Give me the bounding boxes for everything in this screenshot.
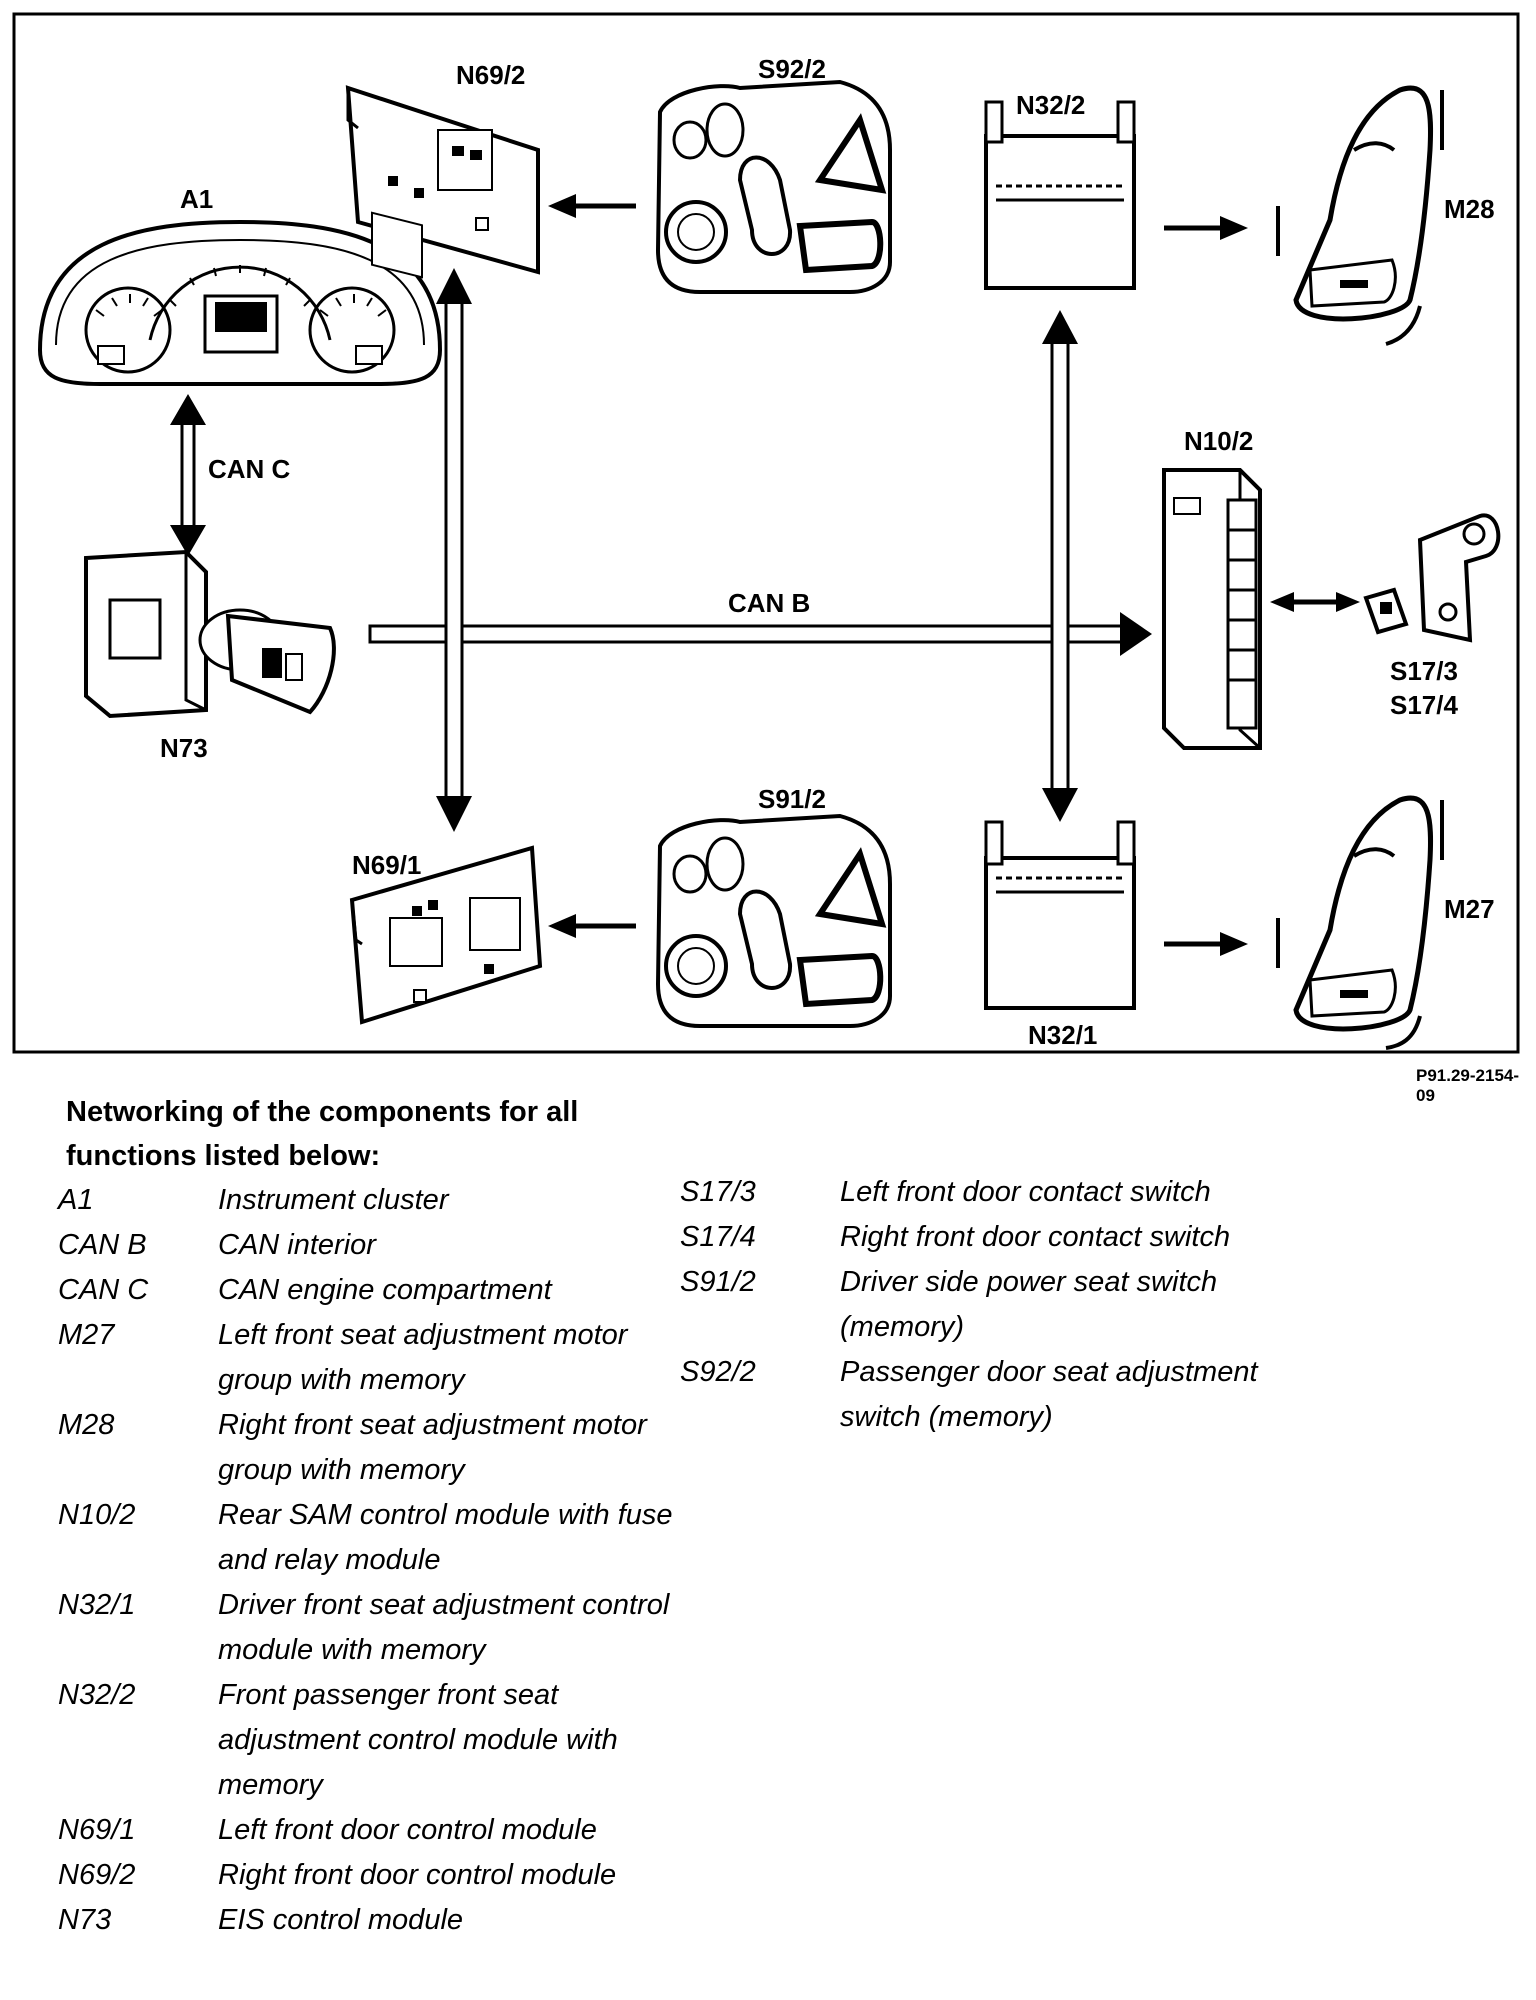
instrument-cluster-a1 xyxy=(37,219,443,386)
legend-row: N32/1 Driver front seat adjustment contro… xyxy=(58,1583,708,1673)
legend-description: Left front door control module xyxy=(218,1814,597,1846)
legend-row: M27 Left front seat adjustment motor grou… xyxy=(58,1313,708,1403)
label-a1: A1 xyxy=(180,184,213,214)
label-m27: M27 xyxy=(1444,894,1495,924)
legend-code: S92/2 xyxy=(680,1356,756,1388)
legend-code: CAN C xyxy=(58,1274,149,1306)
legend-description: Left front door contact switch xyxy=(840,1176,1211,1208)
door-module-n69-1 xyxy=(349,845,543,1025)
legend-row: S17/3 Left front door contact switch xyxy=(680,1170,1340,1215)
legend-code: M27 xyxy=(58,1319,115,1351)
legend-code: N32/2 xyxy=(58,1679,136,1711)
legend-title: Networking of the components for all fun… xyxy=(66,1096,579,1172)
legend-row: M28 Right front seat adjustment motor gro… xyxy=(58,1403,708,1493)
legend-row: S92/2 Passenger door seat adjustment swit… xyxy=(680,1350,1340,1440)
legend-code: N32/1 xyxy=(58,1589,136,1621)
seat-module-n32-2 xyxy=(984,100,1136,290)
right-vertical-bus xyxy=(1042,310,1078,822)
door-contact-switch-s17 xyxy=(1363,513,1501,643)
label-n32-1: N32/1 xyxy=(1028,1020,1097,1050)
legend-description: Front passenger front seat adjustment co… xyxy=(218,1679,618,1801)
arrow-n32-1-to-m27 xyxy=(1164,932,1248,956)
legend-description: Right front seat adjustment motor group … xyxy=(218,1409,647,1486)
legend-row: N73 EIS control module xyxy=(58,1898,708,1943)
label-s17-4: S17/4 xyxy=(1390,690,1458,720)
seat-module-n32-1 xyxy=(984,820,1136,1010)
legend-code: S91/2 xyxy=(680,1266,756,1298)
arrow-n32-2-to-m28 xyxy=(1164,216,1248,240)
legend-description: Driver side power seat switch (memory) xyxy=(840,1266,1218,1343)
seat-switch-s92-2 xyxy=(655,79,892,294)
legend-description: Right front door contact switch xyxy=(840,1221,1231,1253)
legend-row: N69/2 Right front door control module xyxy=(58,1853,708,1898)
legend-row: S91/2 Driver side power seat switch (memo… xyxy=(680,1260,1340,1350)
legend-row: CAN B CAN interior xyxy=(58,1223,708,1268)
label-can-b: CAN B xyxy=(728,588,810,618)
rear-sam-module-n10-2 xyxy=(1162,468,1262,750)
label-m28: M28 xyxy=(1444,194,1495,224)
door-module-n69-2 xyxy=(345,85,540,279)
label-n69-1: N69/1 xyxy=(352,850,421,880)
label-can-c: CAN C xyxy=(208,454,291,484)
legend-code: S17/3 xyxy=(680,1176,756,1208)
arrow-n10-2-s17 xyxy=(1270,592,1360,612)
legend-code: N10/2 xyxy=(58,1499,136,1531)
legend-description: EIS control module xyxy=(218,1904,464,1936)
legend-description: Rear SAM control module with fuse and re… xyxy=(218,1499,673,1576)
label-n10-2: N10/2 xyxy=(1184,426,1253,456)
legend-description: Driver front seat adjustment control mod… xyxy=(218,1589,670,1666)
legend-code: N69/2 xyxy=(58,1859,136,1891)
label-n69-2: N69/2 xyxy=(456,60,525,90)
legend-code: S17/4 xyxy=(680,1221,756,1253)
legend-description: Passenger door seat adjustment switch (m… xyxy=(840,1356,1258,1433)
can-c-arrow xyxy=(170,394,206,556)
legend-description: CAN engine compartment xyxy=(218,1274,552,1306)
label-n32-2: N32/2 xyxy=(1016,90,1085,120)
legend-description: Right front door control module xyxy=(218,1859,617,1891)
legend-description: Left front seat adjustment motor group w… xyxy=(218,1319,628,1396)
label-s92-2: S92/2 xyxy=(758,54,826,84)
figure-code: P91.29-2154-09 xyxy=(1416,1066,1520,1105)
seat-motor-m27 xyxy=(1276,795,1444,1050)
arrow-s92-2-to-n69-2 xyxy=(548,194,636,218)
legend-row: N10/2 Rear SAM control module with fuse a… xyxy=(58,1493,708,1583)
arrow-s91-2-to-n69-1 xyxy=(548,914,636,938)
legend-row: S17/4 Right front door contact switch xyxy=(680,1215,1340,1260)
seat-motor-m28 xyxy=(1276,85,1444,346)
legend-row: CAN C CAN engine compartment xyxy=(58,1268,708,1313)
networking-diagram: A1 CAN C N73 CAN B xyxy=(12,12,1520,1054)
left-vertical-bus xyxy=(436,268,472,832)
legend-row: N32/2 Front passenger front seat adjustme… xyxy=(58,1673,708,1808)
label-s17-3: S17/3 xyxy=(1390,656,1458,686)
legend-code: N73 xyxy=(58,1904,112,1936)
label-n73: N73 xyxy=(160,733,208,763)
diagram-frame xyxy=(12,12,1520,1054)
seat-switch-s91-2 xyxy=(655,813,892,1028)
legend-row: N69/1 Left front door control module xyxy=(58,1808,708,1853)
legend-description: Instrument cluster xyxy=(218,1184,449,1216)
legend-code: A1 xyxy=(58,1184,94,1216)
legend-code: M28 xyxy=(58,1409,115,1441)
can-b-bus xyxy=(368,612,1152,656)
label-s91-2: S91/2 xyxy=(758,784,826,814)
legend-code: N69/1 xyxy=(58,1814,136,1846)
legend-code: CAN B xyxy=(58,1229,147,1261)
eis-module-n73 xyxy=(84,549,336,719)
legend-row: A1 Instrument cluster xyxy=(58,1178,708,1223)
legend-description: CAN interior xyxy=(218,1229,376,1261)
